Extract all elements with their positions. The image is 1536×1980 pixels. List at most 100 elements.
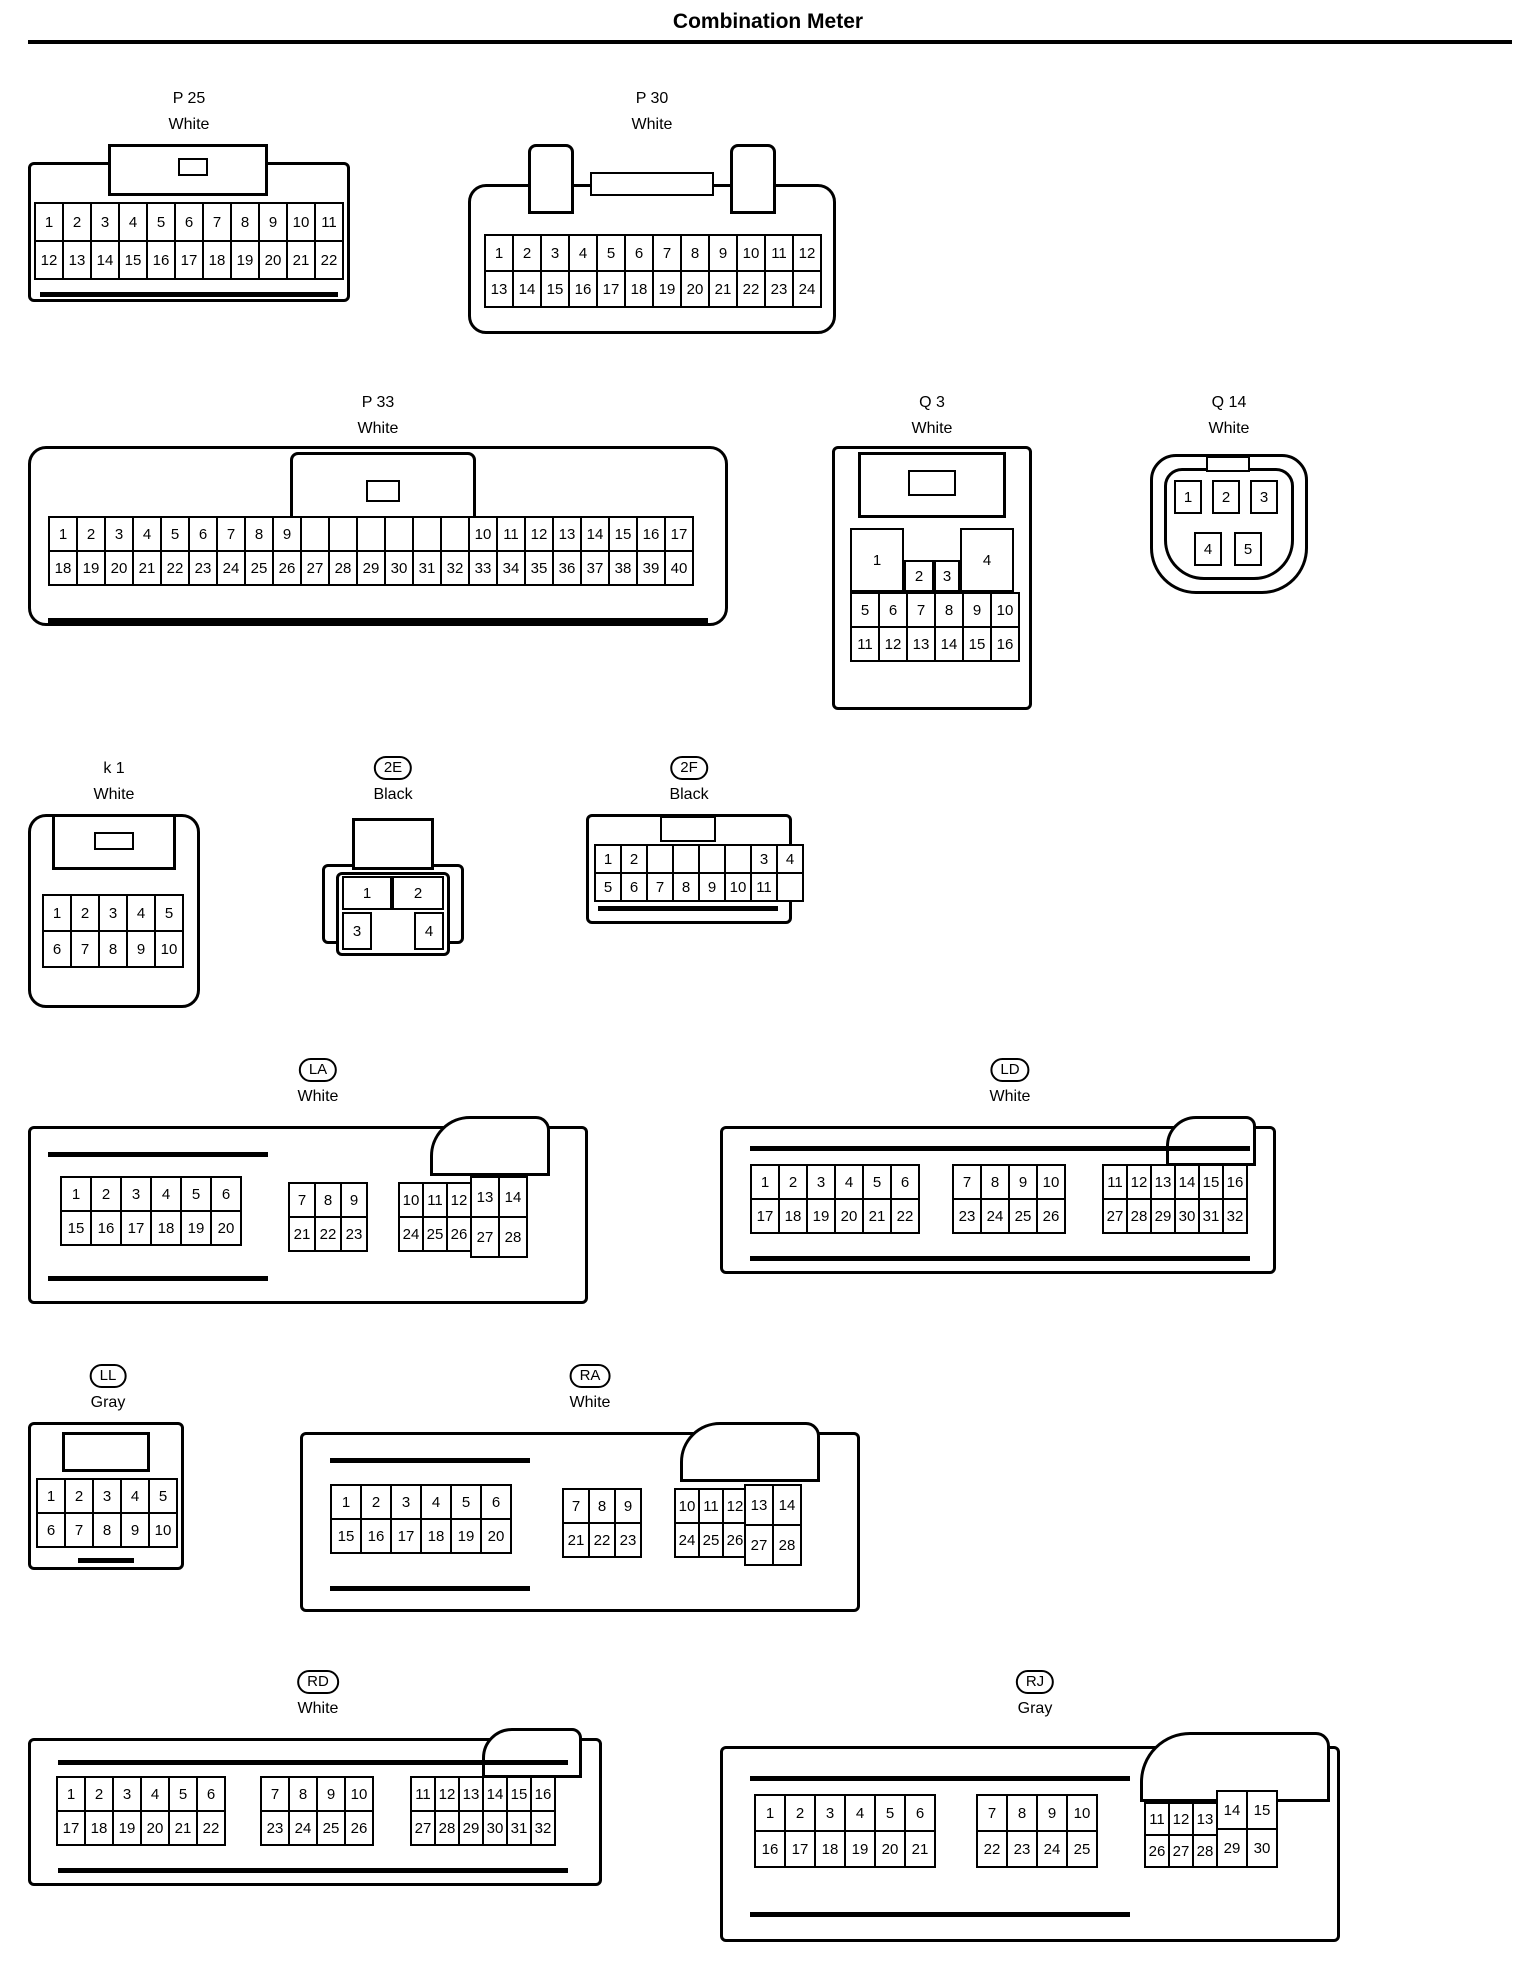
pin-big: 4: [960, 528, 1014, 592]
pin-cavity: [330, 518, 356, 550]
pin: 14: [1176, 1166, 1198, 1198]
pin: 20: [482, 1520, 510, 1552]
pin: 12: [1128, 1166, 1150, 1198]
pin: 17: [122, 1212, 150, 1244]
pin: 3: [934, 560, 960, 592]
pin: 12: [526, 518, 552, 550]
pin: 7: [954, 1166, 980, 1198]
connector-base: [40, 292, 338, 297]
pin-cavity: [674, 846, 698, 872]
pin: 6: [880, 594, 906, 626]
pin: 17: [666, 518, 692, 550]
pin: 19: [114, 1812, 140, 1844]
pin: 6: [482, 1486, 510, 1518]
pin: 9: [710, 236, 736, 270]
connector-rail: [330, 1586, 530, 1591]
pin: 6: [38, 1514, 64, 1546]
pin: 5: [1234, 532, 1262, 566]
pin: 11: [700, 1490, 722, 1522]
pin: 10: [992, 594, 1018, 626]
pin-cavity: [648, 846, 672, 872]
pin: 26: [724, 1524, 746, 1556]
pin: 17: [752, 1200, 778, 1232]
connector-latch: [352, 818, 434, 870]
connector-color: Gray: [1017, 1700, 1053, 1717]
pin: 25: [1010, 1200, 1036, 1232]
pin: 25: [246, 552, 272, 584]
connector-base: [598, 906, 778, 911]
pin: 28: [1194, 1836, 1216, 1866]
pin: 25: [318, 1812, 344, 1844]
pin: 18: [204, 242, 230, 278]
pin: 13: [1152, 1166, 1174, 1198]
pin: 18: [422, 1520, 450, 1552]
pin: 3: [1250, 480, 1278, 514]
pin: 16: [148, 242, 174, 278]
connector-base: [48, 618, 708, 623]
connector-code-badge: LA: [298, 1058, 338, 1082]
pin: 14: [774, 1486, 800, 1524]
pin: 14: [1218, 1792, 1246, 1828]
connector-rail: [750, 1912, 1130, 1917]
pin: 11: [1104, 1166, 1126, 1198]
pin: 10: [470, 518, 496, 550]
pin: 22: [892, 1200, 918, 1232]
pin: 19: [78, 552, 104, 584]
pin: 2: [786, 1796, 814, 1830]
pin: 22: [590, 1524, 614, 1556]
pin: 33: [470, 552, 496, 584]
pin: 18: [780, 1200, 806, 1232]
pin: 2: [92, 1178, 120, 1210]
pin: 26: [1146, 1836, 1168, 1866]
connector-code: P 30: [635, 90, 669, 107]
pin: 8: [100, 932, 126, 966]
connector-lock: [366, 480, 400, 502]
pin: 15: [508, 1778, 530, 1810]
pin: 22: [162, 552, 188, 584]
pin: 1: [44, 896, 70, 930]
pin: 5: [170, 1778, 196, 1810]
pin: 4: [836, 1166, 862, 1198]
pin: 29: [1152, 1200, 1174, 1232]
pin: 7: [978, 1796, 1006, 1830]
pin: 16: [532, 1778, 554, 1810]
connector-latch: [528, 144, 574, 214]
pin: 13: [460, 1778, 482, 1810]
pin: 15: [1200, 1166, 1222, 1198]
pin: 18: [152, 1212, 180, 1244]
pin: 11: [1146, 1804, 1168, 1834]
pin: 13: [472, 1178, 498, 1216]
pin: 19: [232, 242, 258, 278]
pin: 4: [570, 236, 596, 270]
pin-cavity: [700, 846, 724, 872]
pin: 10: [288, 204, 314, 240]
pin-cavity: [358, 518, 384, 550]
pin: 23: [262, 1812, 288, 1844]
connector-latch: [1166, 1116, 1256, 1166]
connector-rail: [750, 1776, 1130, 1781]
pin: 9: [964, 594, 990, 626]
pin: 20: [876, 1832, 904, 1866]
pin: 36: [554, 552, 580, 584]
pin: 10: [400, 1184, 422, 1216]
pin: 30: [1176, 1200, 1198, 1232]
pin: 18: [86, 1812, 112, 1844]
pin: 2: [66, 1480, 92, 1512]
pin: 9: [1010, 1166, 1036, 1198]
pin: 19: [846, 1832, 874, 1866]
pin: 27: [746, 1526, 772, 1564]
pin: 16: [756, 1832, 784, 1866]
connector-base: [78, 1558, 134, 1563]
pin: 9: [274, 518, 300, 550]
pin: 9: [318, 1778, 344, 1810]
pin: 38: [610, 552, 636, 584]
pin: 6: [198, 1778, 224, 1810]
connector-code-badge: LD: [990, 1058, 1030, 1082]
